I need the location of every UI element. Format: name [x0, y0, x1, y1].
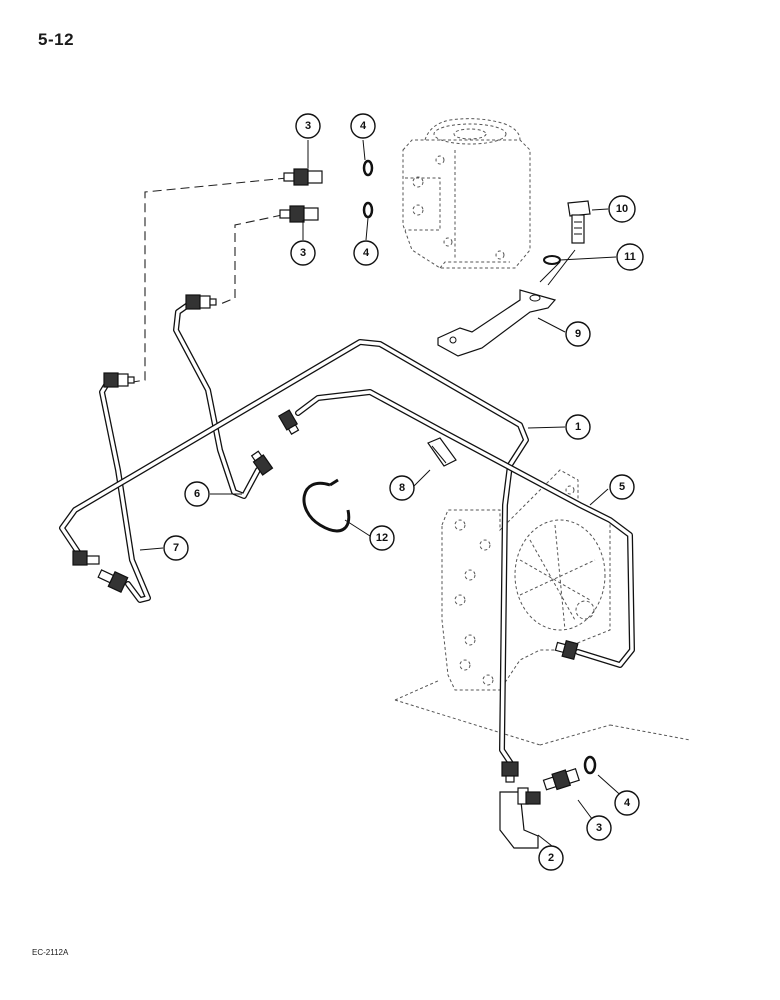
svg-text:3: 3	[305, 120, 311, 132]
elbow-2	[499, 787, 541, 849]
svg-text:12: 12	[376, 532, 388, 544]
figure-code: EC-2112A	[32, 948, 69, 957]
callout-11: 11	[616, 243, 644, 271]
svg-text:9: 9	[575, 328, 581, 340]
seal-4-upper	[362, 159, 374, 177]
callout-12: 12	[369, 525, 395, 551]
callout-3-lower: 3	[586, 815, 612, 841]
callout-4-middle: 4	[353, 240, 379, 266]
callout-3-middle: 3	[290, 240, 316, 266]
svg-text:1: 1	[575, 421, 581, 433]
svg-text:3: 3	[300, 247, 306, 259]
seal-4-lower	[583, 755, 597, 775]
bracket-9	[437, 249, 576, 357]
callout-leaders	[139, 139, 627, 847]
callout-6: 6	[184, 481, 210, 507]
svg-text:11: 11	[624, 251, 636, 263]
fitting-3-lower	[542, 768, 580, 791]
svg-text:10: 10	[616, 203, 628, 215]
fitting-3-upper	[283, 168, 323, 186]
callout-3-top: 3	[295, 113, 321, 139]
callout-8: 8	[389, 475, 415, 501]
svg-text:3: 3	[596, 822, 602, 834]
callout-10: 10	[608, 195, 636, 223]
tube-7	[99, 379, 151, 603]
bolt-10	[567, 200, 591, 244]
fitting-3-middle	[279, 205, 319, 223]
callout-4-top: 4	[350, 113, 376, 139]
connection-lines	[132, 177, 288, 383]
callout-2: 2	[538, 845, 564, 871]
svg-text:5: 5	[619, 481, 625, 493]
tube-5	[295, 389, 635, 668]
clip-12	[302, 478, 351, 533]
tube-end-fittings	[72, 294, 579, 783]
pump-housing-ghost	[394, 469, 691, 746]
svg-text:4: 4	[624, 797, 631, 809]
washer-11	[543, 255, 561, 265]
callout-7: 7	[163, 535, 189, 561]
svg-text:2: 2	[548, 852, 554, 864]
svg-text:7: 7	[173, 542, 179, 554]
seal-4-middle	[362, 201, 374, 219]
callout-1: 1	[565, 414, 591, 440]
page-number: 5-12	[38, 30, 75, 49]
sleeve-8	[427, 437, 457, 467]
steering-motor-ghost	[402, 118, 531, 269]
tube-1	[59, 339, 529, 768]
svg-text:4: 4	[360, 120, 367, 132]
callout-9: 9	[565, 321, 591, 347]
callout-5: 5	[609, 474, 635, 500]
callout-4-lower: 4	[614, 790, 640, 816]
tube-6	[173, 302, 261, 499]
svg-text:8: 8	[399, 482, 405, 494]
svg-text:4: 4	[363, 247, 370, 259]
svg-text:6: 6	[194, 488, 200, 500]
